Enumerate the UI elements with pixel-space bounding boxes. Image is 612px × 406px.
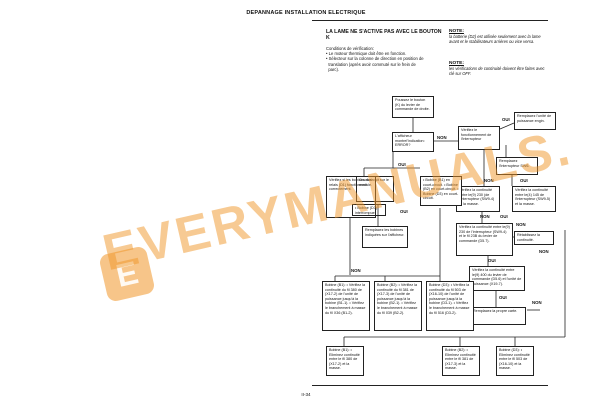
note-2-line: les vérifications de continuité doivent … bbox=[449, 66, 545, 71]
label-oui: OUI bbox=[520, 178, 528, 183]
condition-line: parc). bbox=[326, 66, 340, 72]
label-non: NON bbox=[484, 178, 494, 183]
step-replace-switch: Remplacez l'interrupteur SW6. bbox=[496, 157, 538, 175]
step-coil-d3: Bobine (D3): • Vérifiez la continuité du… bbox=[426, 281, 474, 331]
step-coil-open: • Bobine (D3) interrompue. bbox=[352, 204, 386, 216]
note-1-line: la batterie (D2) est utilisée seulement … bbox=[449, 34, 541, 39]
fix-coil-b1: Bobine (B1): • Eliminez continuité entre… bbox=[326, 346, 364, 376]
label-non: NON bbox=[351, 268, 361, 273]
step-replace-card: Remplacez la propre carte. bbox=[470, 307, 526, 325]
label-non: NON bbox=[516, 222, 526, 227]
step-continuity-right: Vérifiez la continuité entre le(4) 145 d… bbox=[512, 186, 556, 212]
label-non: NON bbox=[437, 135, 447, 140]
condition-line: • Le moteur thermique doit être en fonct… bbox=[326, 51, 407, 57]
step-replace-listed: Remplacez les bobines indiquées sur l'af… bbox=[362, 226, 408, 248]
note-1-line: avant et le stabilisateurs arrières ou v… bbox=[449, 39, 535, 45]
footer-rule bbox=[312, 385, 548, 386]
header-rule bbox=[312, 20, 548, 21]
section-title-line1: LA LAME NE S'ACTIVE PAS AVEC LE BOUTON bbox=[326, 29, 442, 35]
note-2: NOTE: les vérifications de continuité do… bbox=[449, 61, 559, 76]
step-display-check: L'afficheur montrel'indication: ERROR? bbox=[392, 132, 434, 152]
label-oui: OUI bbox=[499, 295, 507, 300]
note-1: NOTE: la batterie (D2) est utilisée seul… bbox=[449, 29, 559, 44]
label-oui: OUI bbox=[500, 214, 508, 219]
step-replace-unit: Remplacez l'unité de puissance engin. bbox=[514, 112, 556, 130]
step-continuity-mid: Vérifiez la continuité entre le(9) 230 d… bbox=[456, 223, 513, 256]
label-oui: OUI bbox=[400, 209, 408, 214]
step-coil-b2: Bobine (B2): • Vérifiez la continuité du… bbox=[374, 281, 422, 331]
condition-line: • Sélecteur sur la colonne de direction … bbox=[326, 56, 424, 62]
step-start: Poussez le bouton (K) du levier de comma… bbox=[392, 96, 434, 118]
step-switch-check: Vérifiez le fonctionnement de l'interrup… bbox=[458, 126, 500, 150]
conditions-block: Conditions de vérification: • Le moteur … bbox=[326, 46, 436, 72]
fix-coil-b2: Bobine (B2): • Eliminez continuité entre… bbox=[442, 346, 480, 376]
step-short-circuit: Court-circuit sur le module. bbox=[356, 176, 394, 202]
note-1-heading: NOTE: bbox=[449, 29, 464, 34]
step-check-unit: Vérifiez la continuité entre le(9) 400 d… bbox=[469, 266, 525, 291]
step-coil-list: • Bobine (B1) en court-circuit. • Bobine… bbox=[420, 176, 462, 206]
condition-line: translation (après avoir commuté sur le … bbox=[326, 61, 416, 67]
label-non: NON bbox=[532, 300, 542, 305]
label-non: NON bbox=[539, 249, 549, 254]
label-oui: OUI bbox=[502, 117, 510, 122]
note-2-heading: NOTE: bbox=[449, 61, 464, 66]
section-title: LA LAME NE S'ACTIVE PAS AVEC LE BOUTON K bbox=[326, 29, 442, 41]
label-non: NON bbox=[480, 214, 490, 219]
section-title-line2: K bbox=[326, 35, 330, 41]
step-relays-check: Vérifiez si les bobines des relais (D1) … bbox=[326, 176, 376, 218]
step-continuity-left: Vérifiez la continuité entre le(9) 230 (… bbox=[456, 186, 500, 212]
page-header: DEPANNAGE INSTALLATION ELECTRIQUE bbox=[246, 10, 366, 16]
fix-coil-d3: Bobine (D3): • Eliminez continuité entre… bbox=[496, 346, 534, 376]
step-coil-b1: Bobine (B1): • Vérifiez la continuité du… bbox=[322, 281, 370, 331]
label-oui: OUI bbox=[488, 258, 496, 263]
note-2-line: clé sur OFF. bbox=[449, 71, 471, 77]
conditions-title: Conditions de vérification: bbox=[326, 46, 374, 51]
step-restore: Rétablissez la continuité. bbox=[514, 231, 554, 245]
page-number: II-34 bbox=[301, 392, 311, 397]
label-oui: OUI bbox=[398, 162, 406, 167]
